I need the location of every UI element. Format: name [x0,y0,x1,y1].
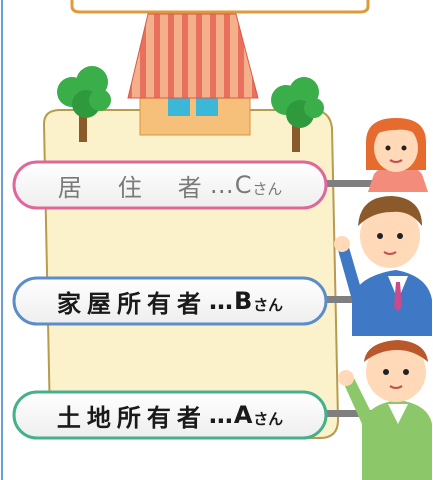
connector-b [326,296,372,303]
connector-c [326,180,372,187]
label-a-letter: A [233,401,253,429]
label-b-dots: … [208,287,234,315]
label-a-text: 土地所有者 [56,403,207,432]
person-c-icon [366,118,428,192]
person-a-icon [338,340,432,480]
label-c: 居 住 者 … C さん [14,162,326,208]
label-a-dots: … [208,401,234,429]
label-c-text: 居 住 者 [57,173,208,202]
label-a-pill [12,390,328,440]
label-b-text: 家屋所有者 [56,289,207,318]
label-c-suffix: さん [252,179,283,198]
label-c-letter: C [234,171,252,199]
person-b-icon [334,196,432,336]
label-c-pill [12,160,328,210]
house-icon [127,13,259,136]
label-b-suffix: さん [253,295,284,314]
connector-a [326,410,372,417]
label-a-suffix: さん [253,409,284,428]
label-b-pill [12,276,328,326]
label-c-dots: … [209,171,235,199]
land-lot [42,109,340,439]
label-b: 家屋所有者 … B さん [14,278,326,324]
label-a: 土地所有者 … A さん [14,392,326,438]
top-box [70,0,370,14]
tree-right-icon [271,77,324,152]
tree-left-icon [57,66,111,142]
label-b-letter: B [233,287,253,315]
